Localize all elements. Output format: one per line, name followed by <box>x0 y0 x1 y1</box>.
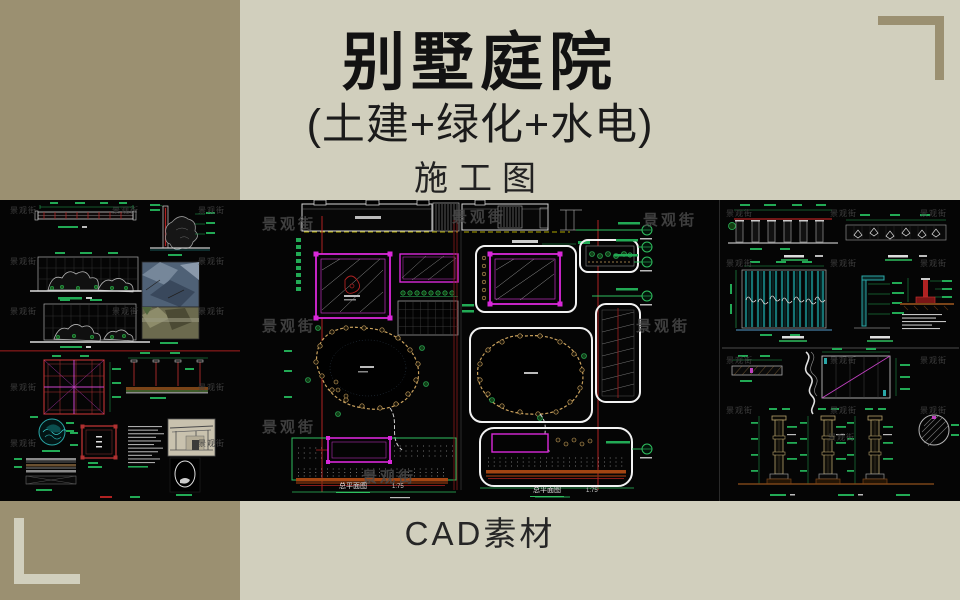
watermark: 景观街 <box>198 439 225 448</box>
watermark: 景观街 <box>198 307 225 316</box>
top-right-bracket-icon <box>878 16 944 25</box>
page-title: 别墅庭院 <box>342 28 618 98</box>
plan1-title: 总平面图 <box>336 483 370 493</box>
plan2-title: 总平面图 <box>530 487 564 497</box>
watermark: 景观街 <box>262 317 317 335</box>
fence-details-drawing <box>722 204 959 496</box>
watermark: 景观街 <box>636 317 691 335</box>
watermark: 景观街 <box>830 356 857 365</box>
watermark: 景观街 <box>452 208 507 226</box>
page-subtitle: (土建+绿化+水电) <box>306 101 654 149</box>
watermark: 景观街 <box>112 307 139 316</box>
watermark: 景观街 <box>198 206 225 215</box>
watermark: 景观街 <box>920 406 947 415</box>
watermark: 景观街 <box>10 439 37 448</box>
watermark: 景观街 <box>262 418 317 436</box>
cad-preview-strip: 景观街 景观街 景观街 景观街 景观街 景观街 景观街 景观街 景观街 景观街 … <box>0 200 960 501</box>
watermark: 景观街 <box>830 209 857 218</box>
watermark: 景观街 <box>643 211 698 229</box>
watermark: 景观街 <box>920 209 947 218</box>
cad-panel-fence-details <box>719 200 960 501</box>
watermark: 景观街 <box>10 383 37 392</box>
cad-panel-rockery-details <box>0 200 241 501</box>
watermark: 景观街 <box>920 259 947 268</box>
watermark: 景观街 <box>828 433 855 442</box>
top-left-olive-block <box>0 0 240 200</box>
footer-caption: CAD素材 <box>404 515 556 552</box>
watermark: 景观街 <box>726 259 753 268</box>
watermark: 景观街 <box>198 383 225 392</box>
page-caption: 施工图 <box>414 160 546 198</box>
watermark: 景观街 <box>10 206 37 215</box>
watermark: 景观街 <box>830 406 857 415</box>
watermark: 景观街 <box>726 209 753 218</box>
watermark: 景观街 <box>10 257 37 266</box>
watermark: 景观街 <box>362 468 417 486</box>
watermark: 景观街 <box>262 215 317 233</box>
bottom-left-bracket-icon <box>14 518 24 584</box>
top-right-bracket-icon <box>935 16 944 80</box>
rockery-details-drawing <box>0 202 240 498</box>
bottom-left-bracket-icon <box>14 574 80 584</box>
site-plans-drawing <box>284 200 653 499</box>
watermark: 景观街 <box>10 307 37 316</box>
cad-panel-site-plans <box>240 200 719 501</box>
watermark: 景观街 <box>920 356 947 365</box>
watermark: 景观街 <box>726 406 753 415</box>
watermark: 景观街 <box>112 206 139 215</box>
plan1-scale: 1:75 <box>392 484 404 490</box>
watermark: 景观街 <box>830 259 857 268</box>
plan2-scale: 1:75 <box>586 488 598 494</box>
watermark: 景观街 <box>198 257 225 266</box>
watermark: 景观街 <box>726 356 753 365</box>
